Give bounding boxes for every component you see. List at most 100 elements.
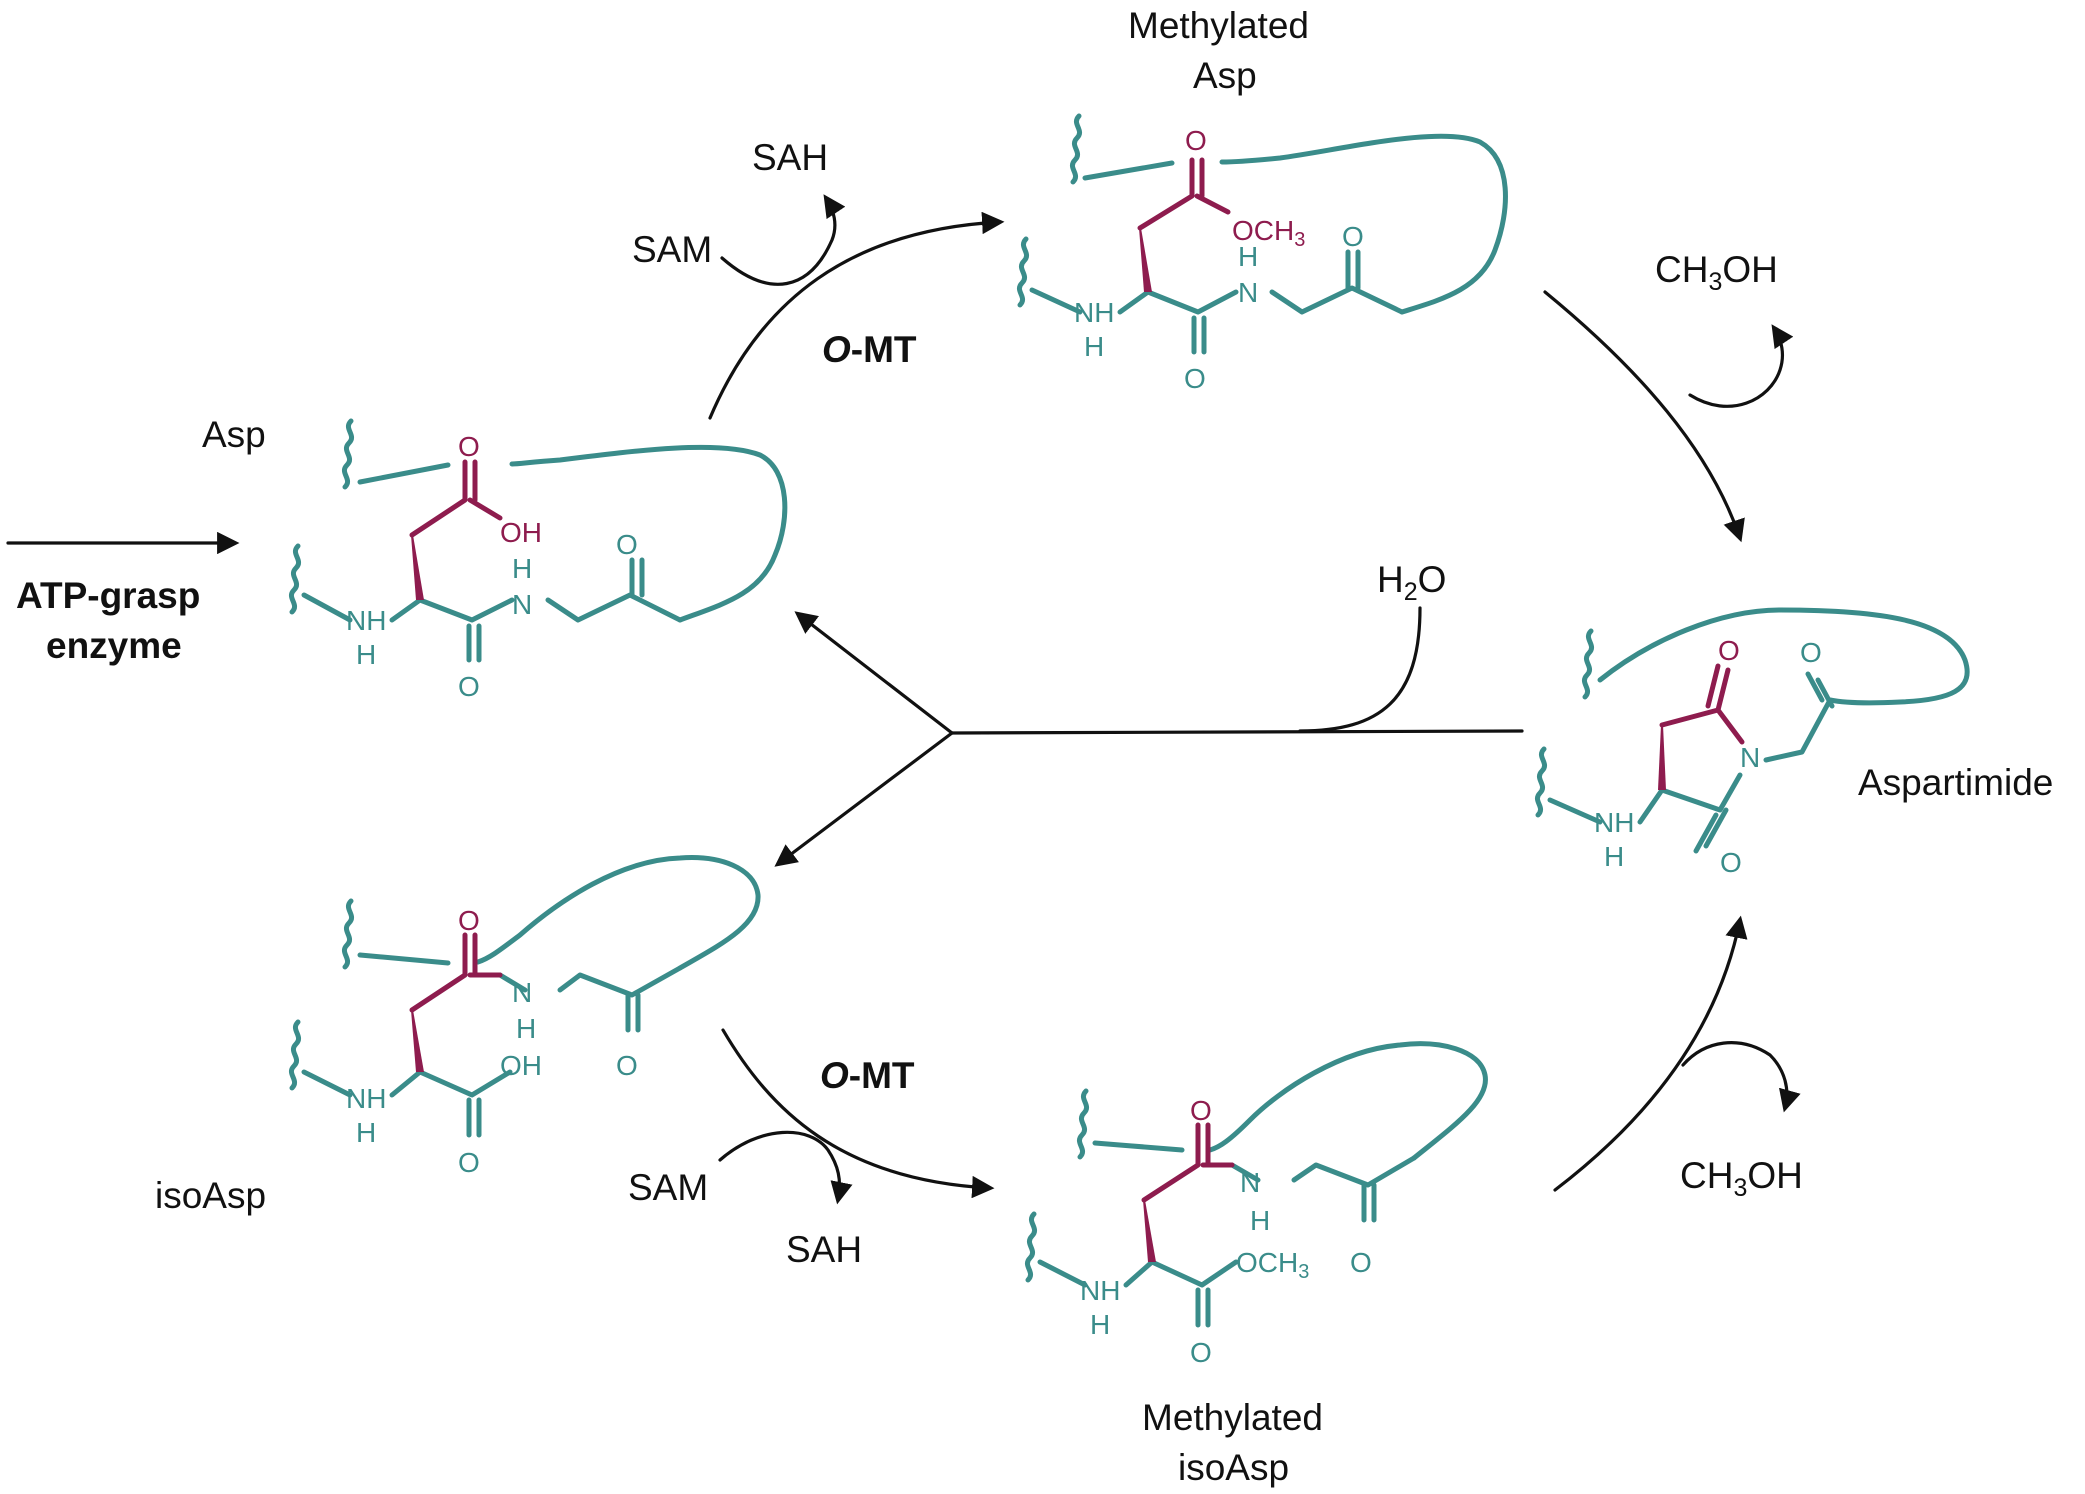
label-methylated-isoasp-2: isoAsp [1178,1447,1289,1488]
miso-loop [1207,1041,1488,1161]
iso-atom-h: H [516,1013,536,1044]
iso-atom-oh: OH [500,1050,542,1081]
iso-atom-o-top: O [458,905,480,936]
mAsp-atom-o-gly: O [1342,221,1364,252]
label-aspartimide: Aspartimide [1858,762,2053,803]
iso-atom-o-bottom: O [458,1147,480,1178]
label-ch3oh-top: CH3OH [1655,249,1778,296]
miso-atom-o-bottom: O [1190,1337,1212,1368]
asp-n-bond-a [301,592,353,623]
asp-chain-bond [357,462,451,485]
methylated-asp-structure: O OCH3 O O H N NH H [1016,113,1508,394]
h2o-curve [1298,606,1422,733]
mAsp-n-bond [1029,287,1083,315]
asp-glycine [545,557,683,623]
iso-atom-nh: NH [346,1083,386,1114]
aspi-atom-o-top: O [1718,635,1740,666]
asp-squiggle-top [341,418,355,490]
iso-chain-bond [357,952,451,966]
label-sam-top: SAM [632,229,712,270]
asp-atom-h: H [512,553,532,584]
asp-atom-n: N [512,589,532,620]
asp-carboxyl [409,459,503,538]
iso-backbone [301,1069,513,1138]
aspi-wedge-bond [1658,725,1666,790]
label-asp: Asp [202,414,266,455]
mAsp-chain-bond [1082,160,1175,181]
miso-squiggle-top [1076,1088,1090,1160]
miso-atom-n: N [1240,1167,1260,1198]
asp-loop [509,444,788,623]
miso-atom-nh-h: H [1090,1309,1110,1340]
aspi-atom-nh-h: H [1604,841,1624,872]
label-sah-top: SAH [752,137,828,178]
aspi-atom-n: N [1740,742,1760,773]
iso-glycine [497,965,683,1033]
label-h2o: H2O [1377,559,1446,606]
mAsp-atom-h: H [1238,241,1258,272]
label-omt-bottom: O-MT [820,1055,915,1096]
ch3oh-bottom-arrow [1681,1041,1801,1113]
iso-squiggle-left [288,1019,302,1091]
asp-atom-o-top: O [458,431,480,462]
mAsp-atom-o-top: O [1185,125,1207,156]
aspi-ring-red [1659,663,1745,745]
aspartimide-structure: O N O O NH H [1534,607,1970,878]
arrows [6,194,1801,1205]
label-sam-bottom: SAM [628,1167,708,1208]
isoasp-structure: O OH O O N H NH H [288,855,761,1178]
mAsp-atom-o-bottom: O [1184,363,1206,394]
asp-backbone [389,597,515,663]
asp-to-methylated-asp-arrow [708,211,1005,420]
hydrolysis-line [950,729,1524,735]
asp-atom-nh-h: H [356,639,376,670]
mAsp-backbone [1117,289,1239,355]
miso-backbone [1037,1259,1239,1328]
mAsp-squiggle-left [1016,236,1030,308]
mAsp-atom-nh-h: H [1084,331,1104,362]
aspi-atom-o-gly: O [1800,637,1822,668]
iso-wedge-bond [411,1010,424,1072]
mAsp-ester [1137,157,1231,231]
asp-atom-nh: NH [346,605,386,636]
aspi-atom-nh: NH [1594,807,1634,838]
miso-glycine [1229,1155,1417,1223]
sam-sah-bottom-arrow [718,1130,853,1205]
asp-atom-o-gly: O [616,529,638,560]
iso-loop [475,855,761,971]
miso-squiggle-left [1024,1211,1038,1283]
mAsp-atom-nh: NH [1074,297,1114,328]
miso-atom-och3: OCH3 [1236,1247,1309,1283]
to-asp-arrow [794,611,954,735]
aspi-squiggle-left [1534,746,1548,818]
iso-atom-o-gly: O [616,1050,638,1081]
asp-atom-oh: OH [500,517,542,548]
label-sah-bottom: SAH [786,1229,862,1270]
mAsp-atom-och3: OCH3 [1232,215,1305,251]
mAsp-loop [1219,133,1508,315]
miso-wedge-bond [1143,1200,1156,1262]
methylated-asp-to-aspartimide-arrow [1543,290,1745,543]
asp-atom-o-bottom: O [458,671,480,702]
iso-squiggle-top [341,898,355,970]
miso-amide [1141,1122,1235,1203]
miso-atom-o-top: O [1190,1095,1212,1126]
label-methylated-asp-2: Asp [1193,55,1257,96]
label-isoasp: isoAsp [155,1175,266,1216]
asp-wedge-bond [411,535,424,600]
aspi-ring-teal [1547,671,1835,854]
mAsp-squiggle-top [1069,113,1083,185]
mAsp-atom-n: N [1238,277,1258,308]
miso-atom-o-gly: O [1350,1247,1372,1278]
iso-amide [409,932,503,1013]
miso-atom-h: H [1250,1205,1270,1236]
isoasp-to-methylated-isoasp-arrow [721,1028,995,1199]
asp-squiggle-left [288,543,302,615]
aspi-squiggle-top [1581,628,1595,700]
asp-structure: O OH O O H N NH H [288,418,788,702]
to-isoasp-arrow [774,731,954,867]
label-atp-grasp-2: enzyme [46,625,182,666]
miso-atom-nh: NH [1080,1275,1120,1306]
label-omt-top: O-MT [822,329,917,370]
